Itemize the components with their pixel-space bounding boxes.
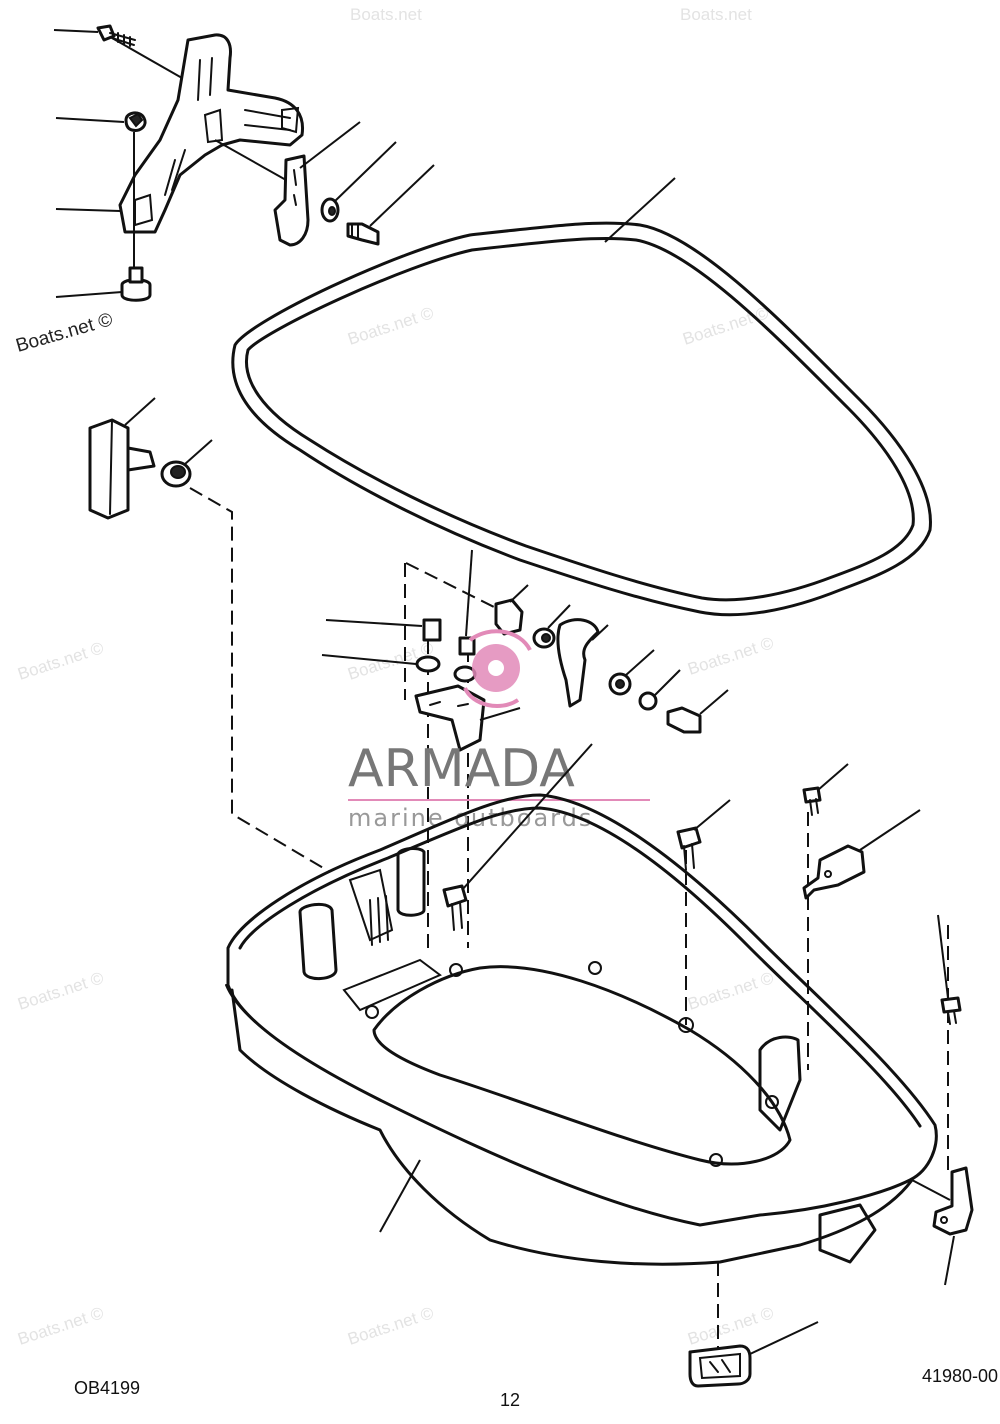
part-5-latch-plate <box>273 154 310 247</box>
watermark-text: Boats.net <box>680 5 752 24</box>
part-16-bushing <box>160 460 192 488</box>
watermark-text: Boats.net © <box>685 968 776 1014</box>
part-3-nut <box>124 111 147 132</box>
page-number: 12 <box>500 1390 521 1410</box>
watermark-text: Boats.net © <box>680 303 771 349</box>
part-1-grommet <box>120 266 152 302</box>
alignment-lines <box>189 487 949 1350</box>
part-14-bottom-cowl <box>225 793 938 1266</box>
part-4-bolt <box>96 24 136 47</box>
latch-assembly <box>414 598 702 752</box>
leader-lines <box>53 29 955 1355</box>
part-26-screw <box>676 826 702 871</box>
drawing-code-left: OB4199 <box>74 1378 141 1398</box>
part-11-screw <box>940 996 962 1025</box>
part-12-latch-bracket <box>932 1166 974 1236</box>
watermark-text: Boats.net © <box>345 1303 436 1349</box>
watermark-text: Boats.net © <box>14 309 115 357</box>
watermark-text: Boats.net © <box>15 1303 106 1349</box>
watermark-text: Boats.net <box>350 5 422 24</box>
part-6-washer <box>320 197 340 223</box>
watermark-text: Boats.net © <box>345 303 436 349</box>
logo-wordmark: ARMADA <box>348 739 575 799</box>
watermark-text: Boats.net © <box>685 633 776 679</box>
part-13-grommet <box>688 1344 752 1388</box>
watermark-text: Boats.net © <box>685 1303 776 1349</box>
part-25-screw <box>442 884 468 931</box>
watermark-text: Boats.net © <box>15 968 106 1014</box>
watermark-text: Boats.net © <box>15 638 106 684</box>
drawing-code-right: 41980-00 <box>922 1366 999 1386</box>
part-7-screw <box>346 222 380 246</box>
logo-tagline: marine outboards <box>348 804 593 832</box>
part-10-bracket <box>802 844 866 900</box>
part-8-seal <box>231 221 932 617</box>
part-2-bracket <box>118 33 305 234</box>
part-15-handle <box>88 418 156 520</box>
part-9-screw <box>802 786 822 816</box>
